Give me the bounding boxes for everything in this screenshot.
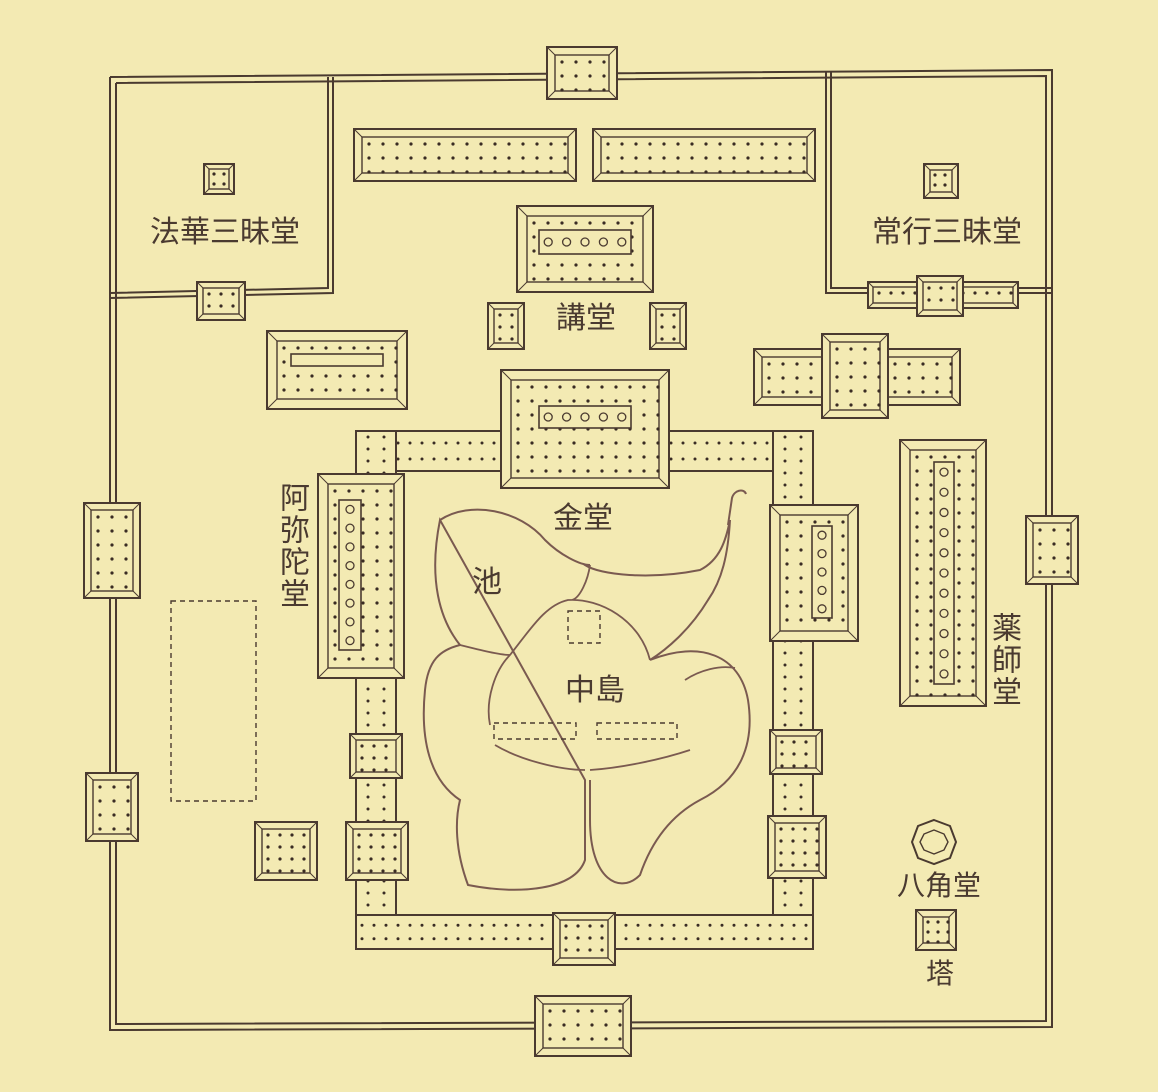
foundation-bridge-west <box>493 722 577 740</box>
label-hokke-sanmaido: 法華三昧堂 <box>150 215 300 250</box>
kodo-building <box>516 205 654 293</box>
hokke-precinct-wall <box>109 77 334 299</box>
outer-wall <box>109 68 1053 1032</box>
pagoda-building <box>915 909 957 951</box>
label-kodo: 講堂 <box>556 301 616 336</box>
hokke-precinct-wall <box>109 77 329 294</box>
jogyo-sanmaido-building <box>923 163 959 199</box>
north-hall-east <box>592 128 816 182</box>
west-corridor-gate-2 <box>345 821 409 881</box>
label-jogyo-sanmaido: 常行三昧堂 <box>872 215 1022 250</box>
west-gate-upper <box>83 502 141 599</box>
south-corridor-gate <box>552 912 616 966</box>
label-hakkakudo: 八角堂 <box>897 869 982 902</box>
east-corridor-hall <box>769 504 859 642</box>
kondo-building <box>500 369 670 489</box>
bell-tower <box>487 302 525 350</box>
foundation-west <box>170 600 257 802</box>
west-corridor-annex <box>254 821 318 881</box>
jogyo-gate <box>916 275 964 317</box>
north-gate <box>546 46 618 100</box>
enclosure-walls <box>109 68 1053 1032</box>
west-gate-lower <box>85 772 139 842</box>
east-corridor-gate-1 <box>769 729 823 775</box>
east-hall-center <box>821 333 889 419</box>
yakushido-building <box>899 439 987 707</box>
sutra-repository <box>649 302 687 350</box>
west-hall <box>266 330 408 410</box>
south-gate <box>534 995 632 1057</box>
west-corridor-gate-1 <box>349 733 403 779</box>
foundation-bridge-east <box>596 722 678 740</box>
island-divisions <box>494 666 736 771</box>
foundation-island <box>567 610 601 644</box>
hakkakudo-core <box>919 829 949 855</box>
hokke-gate <box>196 281 246 321</box>
hokke-sanmaido-building <box>203 163 235 195</box>
stream-inlet <box>727 489 747 526</box>
label-amidado: 阿弥陀堂 <box>274 482 309 610</box>
outer-wall <box>115 74 1047 1026</box>
label-ike: 池 <box>472 565 502 600</box>
label-to: 塔 <box>926 957 955 990</box>
north-hall-west <box>353 128 577 182</box>
label-kondo: 金堂 <box>553 501 613 536</box>
label-yakushido: 薬師堂 <box>986 612 1021 708</box>
label-nakajima: 中島 <box>565 673 625 708</box>
hakkakudo-building <box>910 818 958 866</box>
pond-outline <box>422 489 751 891</box>
east-gate <box>1025 515 1079 585</box>
hall-footprints <box>83 46 1079 1057</box>
island-shoreline <box>459 564 651 726</box>
east-corridor-gate-2 <box>767 815 827 879</box>
amidado-building <box>317 473 405 679</box>
